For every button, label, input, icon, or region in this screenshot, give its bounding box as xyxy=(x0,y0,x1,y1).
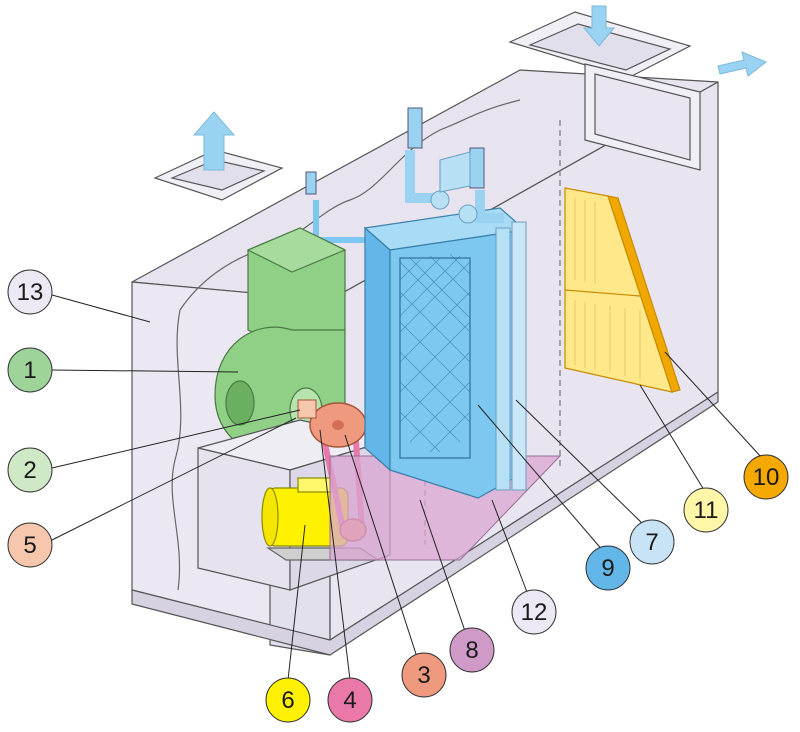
outside-air-arrow-icon xyxy=(717,51,767,77)
callout-circle xyxy=(265,677,311,723)
callout-circle xyxy=(7,447,53,493)
callout-number: 5 xyxy=(23,532,36,559)
callout-badge-9: 9 xyxy=(585,545,631,591)
callout-badge-5: 5 xyxy=(7,522,53,568)
callout-badge-7: 7 xyxy=(629,519,675,565)
callout-badge-12: 12 xyxy=(511,589,557,635)
side-air-opening xyxy=(584,63,701,171)
callout-circle xyxy=(683,487,729,533)
callout-badge-1: 1 xyxy=(7,347,53,393)
callout-number: 1 xyxy=(23,357,36,384)
callout-circle xyxy=(7,347,53,393)
callout-number: 3 xyxy=(417,662,430,689)
callout-circle xyxy=(629,519,675,565)
callout-badge-8: 8 xyxy=(449,627,495,673)
supply-air-arrow-icon xyxy=(192,111,236,171)
return-air-arrow-icon xyxy=(582,5,616,47)
coil-mesh xyxy=(399,253,471,453)
callout-number: 12 xyxy=(521,599,548,626)
callout-number: 6 xyxy=(281,687,294,714)
casing-base xyxy=(131,391,719,656)
leader-lines xyxy=(51,294,763,681)
callout-number: 8 xyxy=(465,637,478,664)
airflow-arrows xyxy=(192,5,767,171)
callout-circle xyxy=(585,545,631,591)
fan-scroll xyxy=(214,227,347,459)
callout-number: 9 xyxy=(601,555,614,582)
callout-badge-3: 3 xyxy=(401,652,447,698)
callout-number: 2 xyxy=(23,457,36,484)
callout-number: 11 xyxy=(694,497,719,524)
callout-circle xyxy=(7,269,53,315)
callout-number: 10 xyxy=(753,464,780,491)
filter-pleats xyxy=(574,198,641,380)
callout-badge-4: 4 xyxy=(327,677,373,723)
callout-badge-2: 2 xyxy=(7,447,53,493)
callout-circle xyxy=(511,589,557,635)
air-filter xyxy=(564,187,681,393)
cutaway-edge xyxy=(171,99,521,591)
shaft-bearing xyxy=(297,399,317,419)
callout-badge-13: 13 xyxy=(7,269,53,315)
callout-circle xyxy=(401,652,447,698)
callout-circle xyxy=(7,522,53,568)
callout-circle xyxy=(327,677,373,723)
callout-badge-11: 11 xyxy=(683,487,729,533)
callout-badge-10: 10 xyxy=(743,454,789,500)
callout-number: 4 xyxy=(343,687,356,714)
coil-headers xyxy=(405,150,527,491)
callout-number: 13 xyxy=(17,279,44,306)
callout-circle xyxy=(449,627,495,673)
callout-circle xyxy=(743,454,789,500)
callout-badge-6: 6 xyxy=(265,677,311,723)
callout-number: 7 xyxy=(645,529,658,556)
supply-outlet xyxy=(153,149,284,201)
